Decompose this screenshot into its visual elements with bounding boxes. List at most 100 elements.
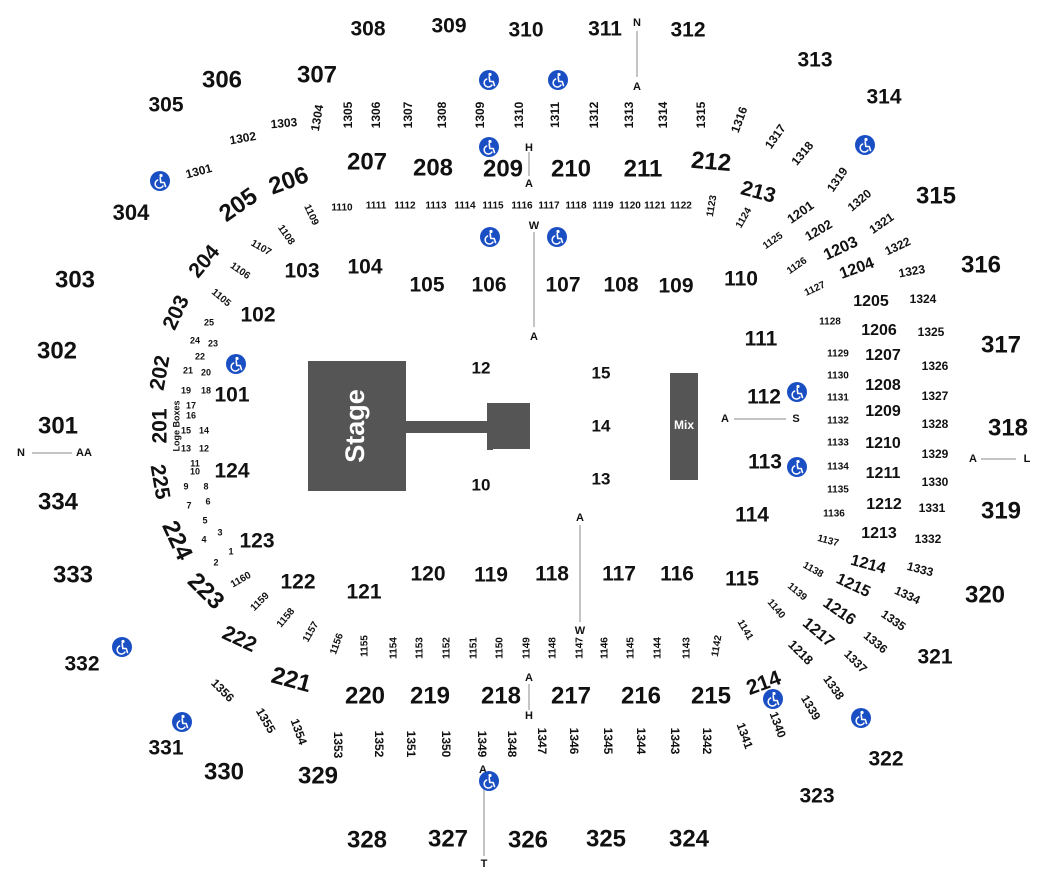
section-1152[interactable]: 1152 bbox=[442, 637, 453, 659]
section-205[interactable]: 205 bbox=[214, 183, 262, 228]
section-1160[interactable]: 1160 bbox=[229, 570, 254, 591]
section-1329[interactable]: 1329 bbox=[922, 447, 949, 461]
section-217[interactable]: 217 bbox=[551, 682, 591, 709]
section-315[interactable]: 315 bbox=[916, 182, 956, 209]
section-317[interactable]: 317 bbox=[981, 331, 1021, 358]
section-334[interactable]: 334 bbox=[38, 488, 79, 515]
section-1334[interactable]: 1334 bbox=[892, 583, 922, 607]
section-1349[interactable]: 1349 bbox=[475, 731, 489, 758]
section-1338[interactable]: 1338 bbox=[820, 673, 847, 703]
section-321[interactable]: 321 bbox=[917, 646, 952, 669]
loge-box-23[interactable]: 23 bbox=[208, 338, 218, 348]
section-1346[interactable]: 1346 bbox=[567, 728, 581, 755]
loge-box-3[interactable]: 3 bbox=[217, 527, 222, 537]
section-104[interactable]: 104 bbox=[347, 256, 382, 279]
section-118[interactable]: 118 bbox=[535, 563, 569, 586]
section-1114[interactable]: 1114 bbox=[454, 201, 476, 212]
section-1113[interactable]: 1113 bbox=[425, 201, 447, 212]
section-1315[interactable]: 1315 bbox=[694, 101, 708, 128]
section-102[interactable]: 102 bbox=[240, 304, 275, 327]
section-1116[interactable]: 1116 bbox=[511, 201, 533, 212]
section-1127[interactable]: 1127 bbox=[803, 279, 828, 298]
section-1341[interactable]: 1341 bbox=[734, 721, 756, 751]
section-1139[interactable]: 1139 bbox=[785, 581, 809, 604]
section-1148[interactable]: 1148 bbox=[548, 637, 559, 659]
section-113[interactable]: 113 bbox=[748, 451, 782, 474]
section-1330[interactable]: 1330 bbox=[922, 475, 949, 489]
section-225[interactable]: 225 bbox=[146, 463, 175, 502]
section-1209[interactable]: 1209 bbox=[865, 403, 901, 420]
loge-box-22[interactable]: 22 bbox=[195, 351, 205, 361]
section-1320[interactable]: 1320 bbox=[845, 186, 875, 214]
section-1351[interactable]: 1351 bbox=[404, 731, 418, 758]
section-1331[interactable]: 1331 bbox=[919, 501, 946, 515]
section-224[interactable]: 224 bbox=[156, 517, 198, 565]
section-122[interactable]: 122 bbox=[280, 571, 315, 594]
section-308[interactable]: 308 bbox=[350, 18, 385, 41]
section-1337[interactable]: 1337 bbox=[841, 647, 870, 676]
section-219[interactable]: 219 bbox=[410, 682, 450, 709]
section-124[interactable]: 124 bbox=[214, 460, 249, 483]
section-1157[interactable]: 1157 bbox=[301, 620, 322, 645]
section-1121[interactable]: 1121 bbox=[644, 201, 666, 212]
section-1118[interactable]: 1118 bbox=[565, 201, 587, 212]
loge-box-20[interactable]: 20 bbox=[201, 367, 211, 377]
section-1105[interactable]: 1105 bbox=[209, 287, 233, 310]
section-203[interactable]: 203 bbox=[158, 292, 194, 333]
section-105[interactable]: 105 bbox=[409, 274, 444, 297]
section-1342[interactable]: 1342 bbox=[700, 728, 714, 755]
loge-box-18[interactable]: 18 bbox=[201, 385, 211, 395]
section-319[interactable]: 319 bbox=[981, 497, 1021, 524]
section-1115[interactable]: 1115 bbox=[482, 201, 504, 212]
section-1140[interactable]: 1140 bbox=[765, 597, 788, 621]
section-1120[interactable]: 1120 bbox=[619, 201, 641, 212]
section-310[interactable]: 310 bbox=[508, 19, 543, 42]
section-110[interactable]: 110 bbox=[724, 268, 758, 291]
section-1143[interactable]: 1143 bbox=[682, 637, 693, 659]
section-1317[interactable]: 1317 bbox=[762, 121, 789, 151]
section-301[interactable]: 301 bbox=[38, 412, 78, 439]
section-1214[interactable]: 1214 bbox=[849, 552, 888, 578]
section-1211[interactable]: 1211 bbox=[866, 465, 901, 482]
section-202[interactable]: 202 bbox=[146, 354, 175, 393]
section-1319[interactable]: 1319 bbox=[824, 164, 851, 194]
section-309[interactable]: 309 bbox=[431, 15, 466, 38]
section-303[interactable]: 303 bbox=[55, 266, 95, 293]
section-223[interactable]: 223 bbox=[182, 567, 229, 614]
section-1145[interactable]: 1145 bbox=[626, 637, 637, 659]
section-1206[interactable]: 1206 bbox=[861, 322, 897, 339]
section-306[interactable]: 306 bbox=[202, 66, 242, 93]
loge-box-13[interactable]: 13 bbox=[181, 443, 191, 453]
section-1215[interactable]: 1215 bbox=[833, 571, 873, 602]
section-1325[interactable]: 1325 bbox=[918, 325, 945, 339]
section-318[interactable]: 318 bbox=[988, 414, 1028, 441]
section-1335[interactable]: 1335 bbox=[879, 607, 909, 634]
section-332[interactable]: 332 bbox=[64, 653, 99, 676]
section-207[interactable]: 207 bbox=[347, 148, 387, 175]
section-1144[interactable]: 1144 bbox=[653, 637, 664, 659]
section-1213[interactable]: 1213 bbox=[861, 525, 897, 542]
section-115[interactable]: 115 bbox=[725, 568, 759, 591]
section-1201[interactable]: 1201 bbox=[784, 198, 816, 227]
section-1327[interactable]: 1327 bbox=[922, 389, 949, 403]
section-1207[interactable]: 1207 bbox=[865, 347, 901, 364]
section-116[interactable]: 116 bbox=[660, 563, 694, 586]
section-1309[interactable]: 1309 bbox=[473, 101, 487, 128]
section-1107[interactable]: 1107 bbox=[249, 238, 274, 259]
section-1153[interactable]: 1153 bbox=[415, 637, 426, 659]
section-1124[interactable]: 1124 bbox=[734, 206, 755, 231]
section-1344[interactable]: 1344 bbox=[634, 728, 648, 755]
section-322[interactable]: 322 bbox=[868, 748, 903, 771]
floor-section-15[interactable]: 15 bbox=[592, 363, 611, 382]
loge-box-10[interactable]: 10 bbox=[190, 466, 200, 476]
loge-box-4[interactable]: 4 bbox=[201, 534, 206, 544]
section-1212[interactable]: 1212 bbox=[866, 496, 902, 513]
section-1119[interactable]: 1119 bbox=[592, 201, 614, 212]
section-1339[interactable]: 1339 bbox=[798, 693, 824, 723]
section-1352[interactable]: 1352 bbox=[372, 731, 386, 758]
section-1303[interactable]: 1303 bbox=[270, 115, 298, 131]
section-1136[interactable]: 1136 bbox=[823, 509, 845, 520]
section-1137[interactable]: 1137 bbox=[816, 533, 840, 549]
section-1311[interactable]: 1311 bbox=[548, 102, 562, 128]
section-101[interactable]: 101 bbox=[214, 384, 249, 407]
